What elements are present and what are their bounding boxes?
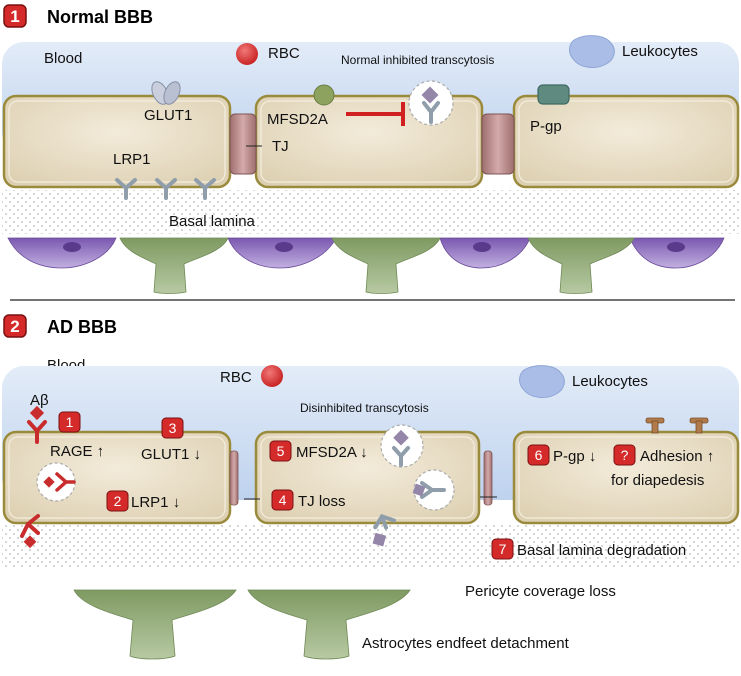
badge-tj-num: 4 <box>279 492 287 508</box>
basal-lamina-label: Basal lamina <box>169 213 256 230</box>
abeta-label: Aβ <box>30 392 49 409</box>
badge-pgp-num: 6 <box>535 447 543 463</box>
diapedesis-label: for diapedesis <box>611 472 704 489</box>
leukocyte-blob-icon-2 <box>519 365 565 398</box>
adhesion-molecule-icons <box>645 417 709 434</box>
endothelial-cell-right-2 <box>512 430 740 525</box>
panel-ad-bbb: 2 AD BBB Blood RBC Leukocytes Disinhibit… <box>2 314 740 660</box>
released-receptor-icon <box>372 513 397 547</box>
badge-adhesion <box>613 444 636 466</box>
transcytosis-vesicle <box>408 80 454 126</box>
tight-junction-2 <box>481 113 515 175</box>
tight-junction-thin-1 <box>229 450 239 506</box>
badge-basal <box>491 538 514 560</box>
endothelial-cell-right <box>512 94 740 189</box>
badge-basal-num: 7 <box>499 541 507 557</box>
red-blood-cell-icon-2 <box>261 365 283 387</box>
tj-loss-label: TJ loss <box>298 493 346 510</box>
blood-label: Blood <box>44 50 82 67</box>
mfsd2a-label-2: MFSD2A ↓ <box>296 444 368 461</box>
badge-pgp <box>527 444 550 466</box>
pgp-label: P-gp <box>530 118 562 135</box>
adhesion-label: Adhesion ↑ <box>640 448 714 465</box>
pericytes-row <box>7 237 725 269</box>
pericyte-loss-label: Pericyte coverage loss <box>465 583 616 600</box>
badge-rage <box>58 411 81 433</box>
panel-normal-bbb: 1 Normal BBB Blood RBC Normal inhibited … <box>2 4 740 294</box>
panel2-title: AD BBB <box>47 317 117 337</box>
degraded-basal-lamina <box>2 523 739 567</box>
astrocyte-endfeet-row <box>119 237 635 294</box>
badge-lrp1-num: 2 <box>114 493 122 509</box>
badge-lrp1 <box>106 490 129 512</box>
lrp1-label: LRP1 <box>113 151 151 168</box>
leukocyte-blob-icon <box>569 35 615 68</box>
glut1-label-2: GLUT1 ↓ <box>141 446 201 463</box>
transcytosis-label: Normal inhibited transcytosis <box>341 53 494 67</box>
leukocytes-label: Leukocytes <box>622 43 698 60</box>
badge-tj <box>271 489 294 511</box>
rbc-label-2: RBC <box>220 369 252 386</box>
rage-label: RAGE ↑ <box>50 443 104 460</box>
badge-rage-num: 1 <box>66 414 74 430</box>
panel1-number: 1 <box>10 7 19 26</box>
tight-junction-1 <box>229 113 257 175</box>
glut1-transporter-icon <box>151 81 181 105</box>
mfsd2a-transporter-icon <box>313 84 335 106</box>
panel1-number-badge <box>3 4 27 28</box>
amyloid-beta-diamond-icon <box>29 405 45 421</box>
leukocytes-label-2: Leukocytes <box>572 373 648 390</box>
mfsd2a-label: MFSD2A <box>267 111 328 128</box>
basal-degradation-label: Basal lamina degradation <box>517 542 686 559</box>
basal-lamina <box>2 190 739 234</box>
pgp-transporter-icon <box>537 84 570 105</box>
rage-receptor-icon <box>27 420 47 444</box>
rbc-label: RBC <box>268 45 300 62</box>
panel1-title: Normal BBB <box>47 7 153 27</box>
transcytosis-vesicle-2 <box>380 424 424 468</box>
badge-mfsd2a <box>269 440 292 462</box>
badge-glut1-num: 3 <box>169 420 177 436</box>
astrocyte-detachment-label: Astrocytes endfeet detachment <box>362 635 570 652</box>
glut1-label: GLUT1 <box>144 107 192 124</box>
transcytosis-label-2: Disinhibited transcytosis <box>300 401 429 415</box>
pgp-label-2: P-gp ↓ <box>553 448 596 465</box>
detached-astrocyte-endfeet <box>73 589 411 660</box>
badge-mfsd2a-num: 5 <box>277 443 285 459</box>
endothelial-cell-left <box>2 94 232 189</box>
badge-glut1 <box>161 417 184 439</box>
panel2-number-badge <box>3 314 27 338</box>
lrp1-receptors <box>115 178 216 200</box>
panel2-number: 2 <box>10 317 19 336</box>
lrp1-label-2: LRP1 ↓ <box>131 494 180 511</box>
tj-label: TJ <box>272 138 289 155</box>
tight-junction-thin-2 <box>483 450 493 506</box>
red-blood-cell-icon <box>236 43 258 65</box>
badge-adhesion-num: ? <box>621 447 629 463</box>
